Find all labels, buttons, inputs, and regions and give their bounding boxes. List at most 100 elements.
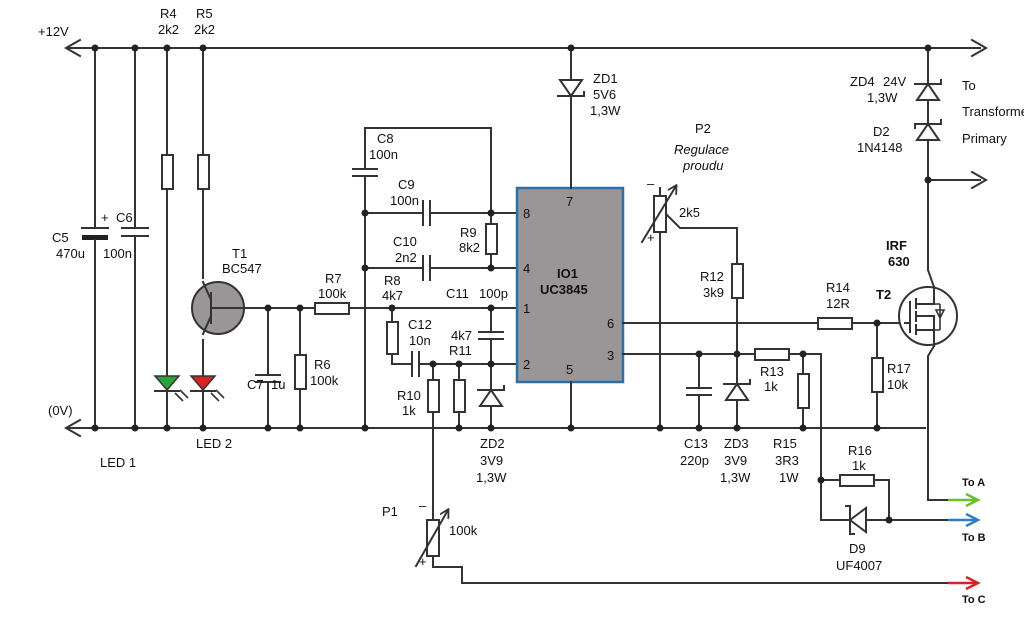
d9-ref: D9 (849, 541, 866, 556)
r11-value: 4k7 (451, 328, 472, 343)
resistor-r17 (871, 322, 884, 429)
r10-ref: R10 (397, 388, 421, 403)
output-arrow-b (948, 512, 981, 528)
t2-value2: 630 (888, 254, 910, 269)
c13-ref: C13 (684, 436, 708, 451)
to-b-label: To B (962, 532, 986, 544)
ic-part: UC3845 (540, 282, 588, 297)
zener-zd3 (723, 353, 751, 429)
zener-zd4 (914, 47, 942, 125)
transistor-t1 (191, 280, 269, 336)
svg-text:6: 6 (607, 316, 614, 331)
resistor-r16 (820, 474, 890, 521)
zener-zd2 (477, 363, 505, 429)
c11-ref: C11 (446, 286, 469, 301)
zd3-ref: ZD3 (724, 436, 749, 451)
svg-text:–: – (419, 498, 427, 513)
r11-ref: R11 (449, 343, 472, 358)
r8-ref: R8 (384, 273, 401, 288)
ic-ref: IO1 (557, 266, 578, 281)
c5-ref: C5 (52, 230, 69, 245)
c9-ref: C9 (398, 177, 415, 192)
zd1-rating: 1,3W (590, 103, 621, 118)
t1-value: BC547 (222, 261, 262, 276)
led1-label: LED 1 (100, 455, 136, 470)
resistor-r4 (161, 47, 174, 376)
svg-text:3: 3 (607, 348, 614, 363)
gnd-label: (0V) (48, 403, 73, 418)
transformer-primary-arrow (927, 170, 989, 190)
transformer-line3: Primary (962, 131, 1007, 146)
r17-value: 10k (887, 377, 908, 392)
r8-value: 4k7 (382, 288, 403, 303)
p1-value: 100k (449, 523, 478, 538)
d2-ref: D2 (873, 124, 890, 139)
mosfet-t2 (898, 268, 958, 429)
p1-ref: P1 (382, 504, 398, 519)
r5-value: 2k2 (194, 22, 215, 37)
zd4-ref: ZD4 (850, 74, 875, 89)
capacitor-c9 (364, 200, 518, 226)
zd3-value: 3V9 (724, 453, 747, 468)
p2-value: 2k5 (679, 205, 700, 220)
zener-zd1 (557, 47, 585, 189)
c5-value: 470u (56, 246, 85, 261)
ic-uc3845: IO1 UC3845 7 8 4 1 2 5 6 3 (515, 186, 625, 384)
vcc-rail (63, 38, 989, 58)
r14-ref: R14 (826, 280, 850, 295)
r15-value: 3R3 (775, 453, 799, 468)
vcc-label: +12V (38, 24, 69, 39)
capacitor-c11 (478, 307, 504, 365)
resistor-r9 (485, 127, 498, 269)
capacitor-c8 (352, 127, 492, 429)
r12-value: 3k9 (703, 285, 724, 300)
r9-ref: R9 (460, 225, 477, 240)
zd2-ref: ZD2 (480, 436, 505, 451)
zd3-rating: 1,3W (720, 470, 751, 485)
c6-value: 100n (103, 246, 132, 261)
c10-value: 2n2 (395, 250, 417, 265)
c11-value: 100p (479, 286, 508, 301)
svg-text:+: + (647, 230, 655, 245)
c12-ref: C12 (408, 317, 432, 332)
r4-value: 2k2 (158, 22, 179, 37)
c13-value: 220p (680, 453, 709, 468)
r7-ref: R7 (325, 271, 342, 286)
c10-ref: C10 (393, 234, 417, 249)
led1-green (153, 375, 189, 429)
r13-value: 1k (764, 379, 778, 394)
r7-value: 100k (318, 286, 347, 301)
r5-ref: R5 (196, 6, 213, 21)
p2-desc2: proudu (682, 158, 723, 173)
zd4-rating: 1,3W (867, 90, 898, 105)
zd2-rating: 1,3W (476, 470, 507, 485)
t2-ref: T2 (876, 287, 891, 302)
led2-red (189, 339, 225, 429)
capacitor-c6 (121, 47, 149, 429)
resistor-r6 (294, 307, 307, 429)
d9-value: UF4007 (836, 558, 882, 573)
svg-text:8: 8 (523, 206, 530, 221)
r12-ref: R12 (700, 269, 724, 284)
t2-value1: IRF (886, 238, 907, 253)
to-c-label: To C (962, 594, 986, 606)
c8-value: 100n (369, 147, 398, 162)
svg-text:5: 5 (566, 362, 573, 377)
svg-text:–: – (647, 176, 655, 191)
transformer-line2: Transformer (962, 104, 1024, 119)
zd1-ref: ZD1 (593, 71, 618, 86)
svg-text:+: + (419, 554, 427, 569)
r15-rating: 1W (779, 470, 799, 485)
capacitor-c7 (255, 307, 281, 429)
gnd-rail (63, 418, 926, 438)
r10-value: 1k (402, 403, 416, 418)
to-a-label: To A (962, 477, 985, 489)
resistor-r10 (427, 363, 440, 521)
t1-ref: T1 (232, 246, 247, 261)
r9-value: 8k2 (459, 240, 480, 255)
led2-label: LED 2 (196, 436, 232, 451)
resistor-r14 (622, 317, 906, 330)
c8-ref: C8 (377, 131, 394, 146)
c12-value: 10n (409, 333, 431, 348)
